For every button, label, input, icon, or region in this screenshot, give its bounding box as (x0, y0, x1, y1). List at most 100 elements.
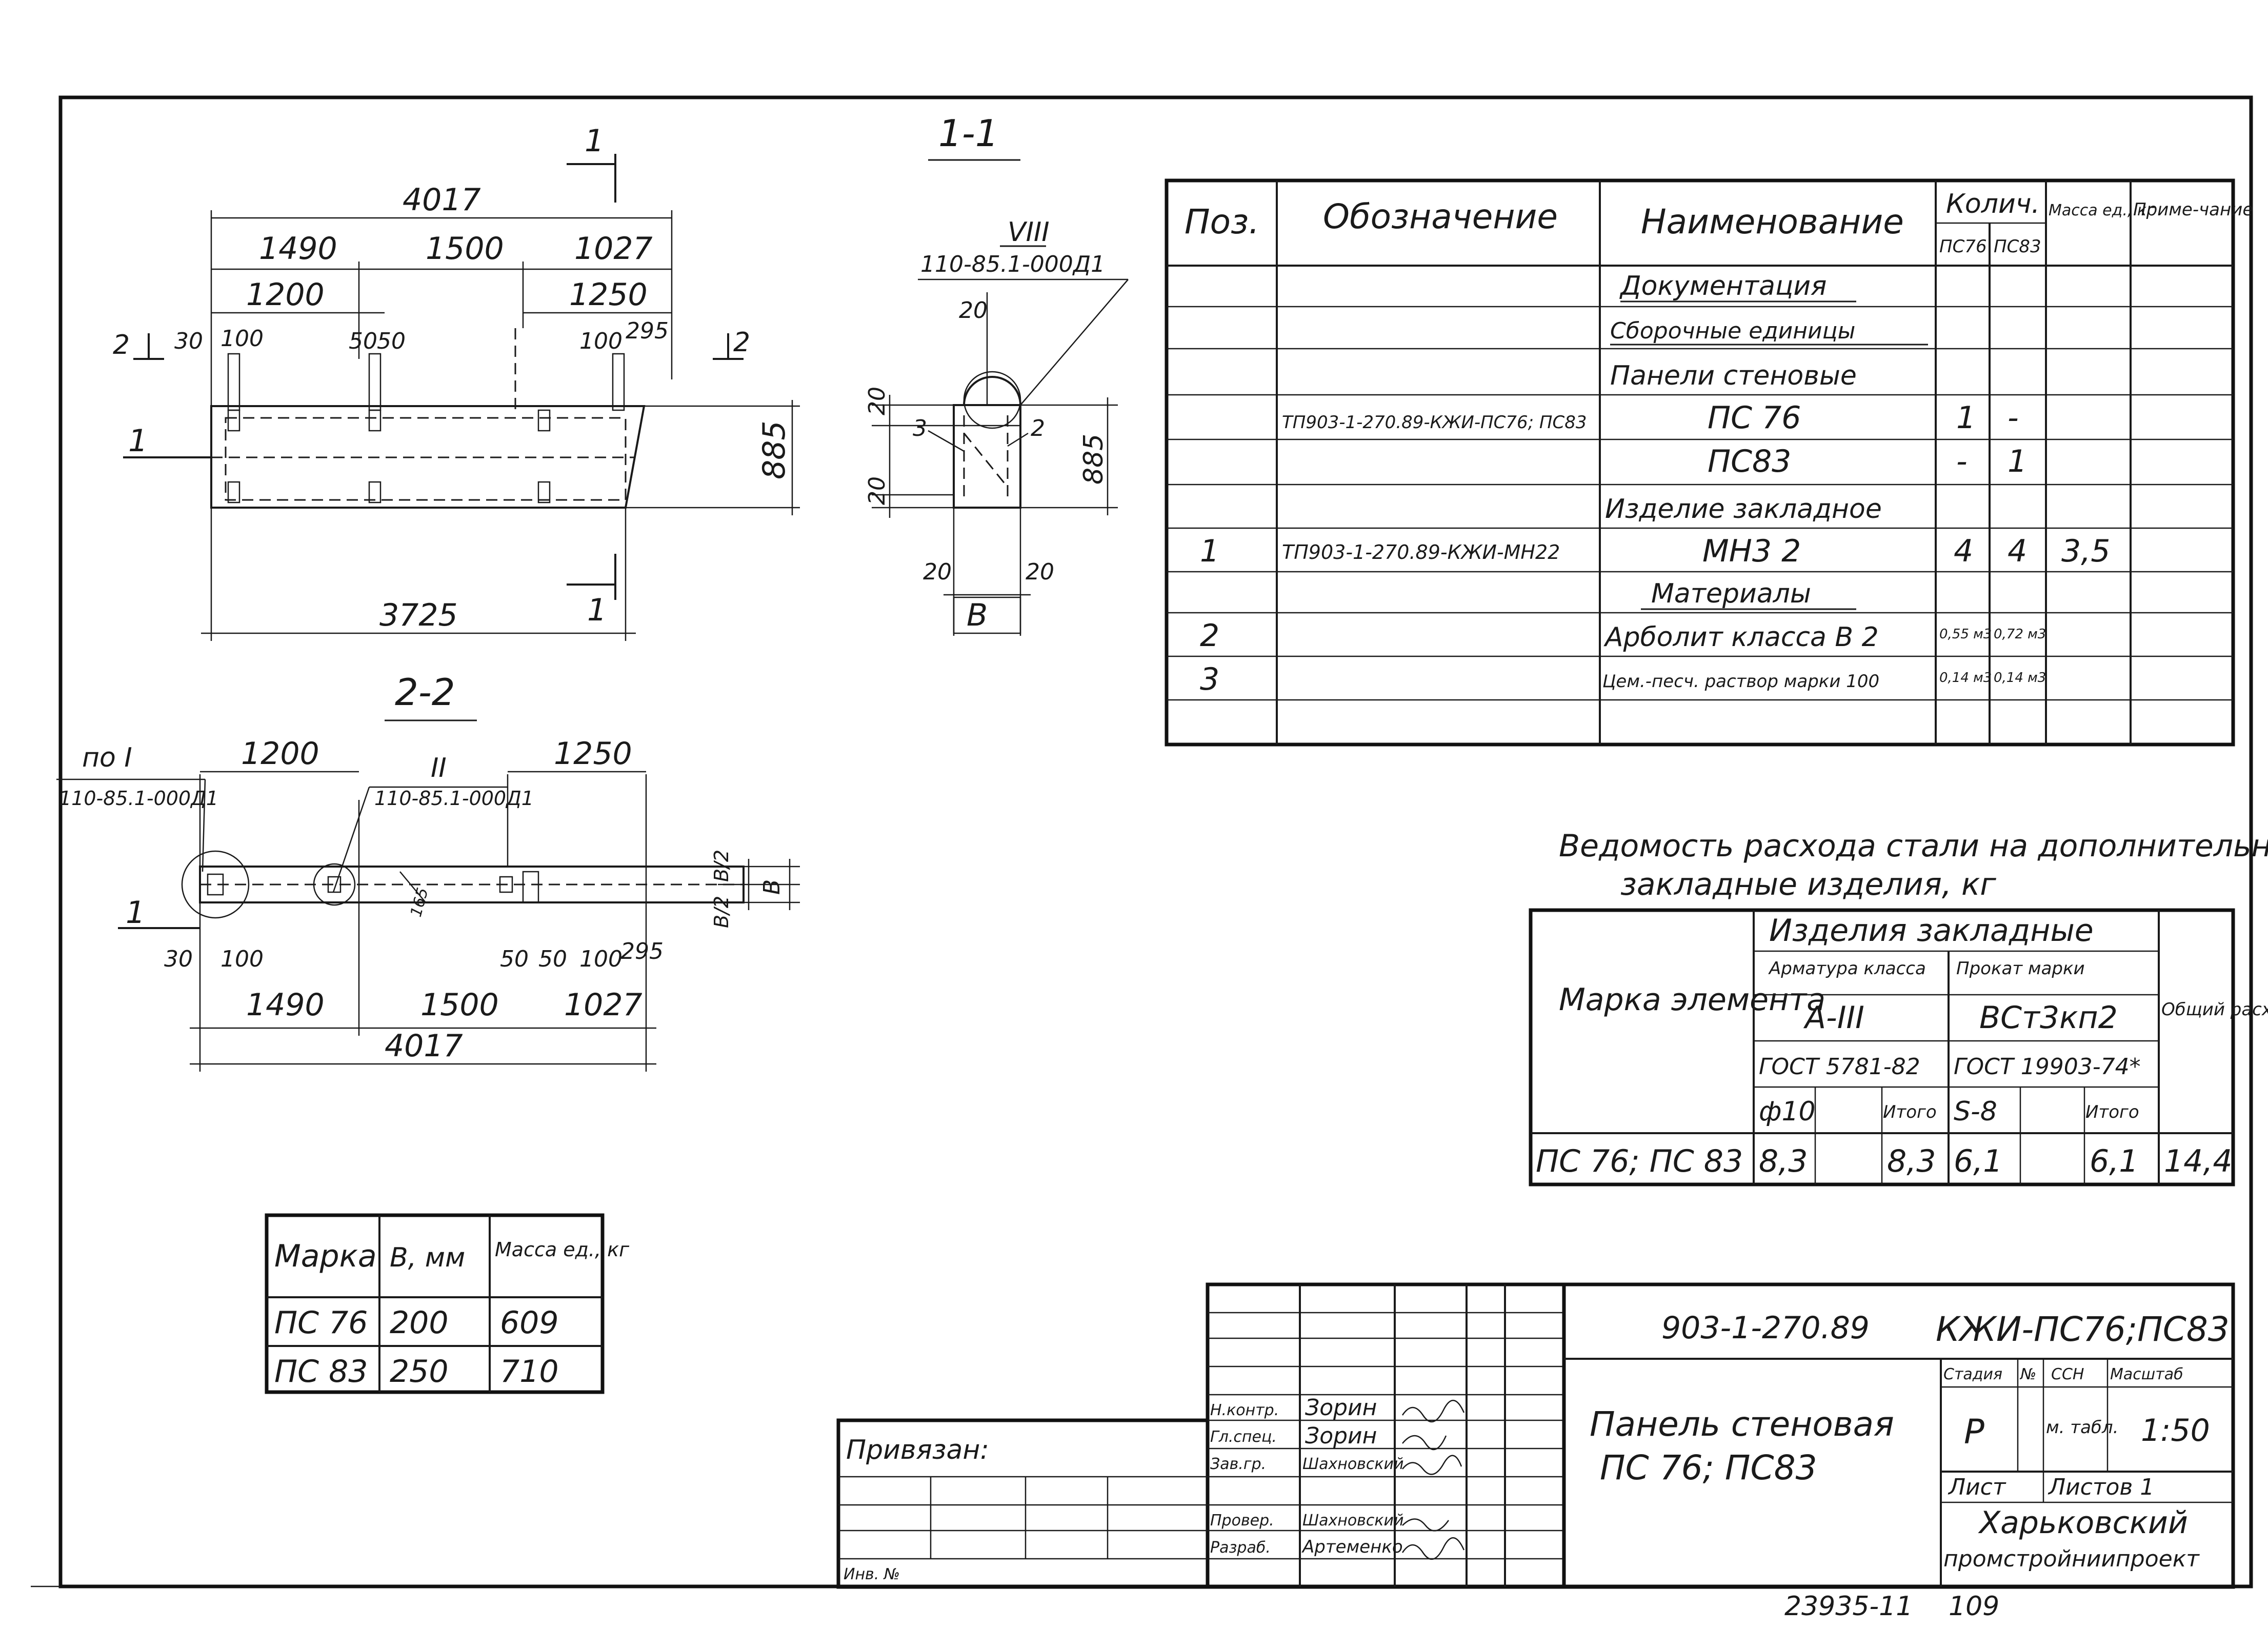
steel-sub-f10: ф10 (1759, 1096, 1816, 1127)
steel-title-1: Ведомость расхода стали на дополнительны… (1559, 828, 2268, 864)
tb-role-5: Разраб. (1210, 1539, 1271, 1557)
ref-mid-label: II (431, 753, 447, 783)
tb-scale: 1:50 (2141, 1413, 2210, 1449)
steel-profile-grade: ВСт3кп2 (1979, 1000, 2118, 1036)
svg-text:1: 1 (587, 592, 607, 628)
mass-h-mass: Масса ед., кг (495, 1238, 630, 1261)
spec-r8-q1: 0,55 м3 (1939, 627, 1992, 642)
tb-name-4: Шахновский (1302, 1512, 1403, 1530)
mass-r0-mass: 609 (500, 1305, 559, 1341)
plan-total-4017: 4017 (385, 1028, 463, 1064)
callout-2: 2 (1031, 415, 1045, 441)
steel-rebar-gost: ГОСТ 5781-82 (1759, 1054, 1920, 1080)
elevation-dimensions (123, 210, 800, 641)
spec-h-pos: Поз. (1185, 202, 1259, 242)
spec-r6-name: МН3 2 (1702, 533, 1801, 569)
sec-dim-20-left-top: 20 (864, 387, 890, 415)
steel-h-profile: Прокат марки (1956, 958, 2085, 979)
spec-r9-q2: 0,14 м3 (1994, 670, 2046, 686)
plan-small-100a: 100 (220, 946, 264, 972)
dim-seg-2: 1500 (426, 231, 504, 267)
tb-name-5: Артеменко (1301, 1537, 1403, 1557)
tb-ssn-label: ССН (2051, 1365, 2084, 1383)
spec-table: Поз. Обозначение Наименование Колич. ПС7… (1165, 178, 2253, 747)
spec-r4-q2: 1 (2008, 444, 2027, 479)
plan-inner-165: 165 (407, 886, 432, 919)
spec-h-mass: Масса ед., кг (2049, 202, 2155, 219)
spec-r6-mass: 3,5 (2061, 533, 2110, 569)
steel-row-v4: 6,1 (1954, 1143, 2002, 1179)
dim-mid-1: 1200 (246, 277, 325, 313)
section-2-2-title: 2-2 (395, 671, 455, 714)
steel-row-mark: ПС 76; ПС 83 (1536, 1143, 1743, 1179)
section-1-1: 1-1 VIII 110-85.1-000Д1 20 20 20 20 20 3 (864, 112, 1129, 636)
steel-h-rebar: Арматура класса (1768, 958, 1926, 979)
steel-row-total: 14,4 (2164, 1143, 2233, 1179)
ref-left-label: по I (82, 742, 132, 773)
dim-small-100b: 100 (579, 328, 623, 354)
spec-h-qty-2: ПС83 (1994, 236, 2041, 257)
tb-stage-label: Стадия (1943, 1365, 2002, 1383)
steel-sub-s8: S-8 (1954, 1096, 1997, 1127)
steel-row-v3: 8,3 (1887, 1143, 1936, 1179)
tb-name-0: Зорин (1305, 1395, 1377, 1421)
tb-role-0: Н.контр. (1210, 1401, 1279, 1419)
spec-r8-name: Арболит класса В 2 (1603, 622, 1879, 653)
steel-profile-gost: ГОСТ 19903-74* (1954, 1054, 2141, 1080)
dim-small-100a: 100 (220, 326, 264, 352)
spec-h-note: Приме-чание (2133, 199, 2253, 220)
tb-scale-label: Масштаб (2110, 1365, 2183, 1383)
mass-r1-mass: 710 (500, 1354, 559, 1390)
spec-r6-pos: 1 (1200, 533, 1219, 569)
sec-width-b: B (967, 597, 988, 633)
steel-row-v1: 8,3 (1759, 1143, 1808, 1179)
plan-b2-bottom: B/2 (710, 896, 733, 928)
tb-title-2: ПС 76; ПС83 (1600, 1448, 1817, 1487)
tb-privyazan: Привязан: (846, 1435, 989, 1465)
ref-left-doc: 110-85.1-000Д1 (59, 787, 218, 810)
spec-r3-designation: ТП903-1-270.89-КЖИ-ПС76; ПС83 (1282, 412, 1587, 433)
steel-title-2: закладные изделия, кг (1620, 867, 1996, 902)
dim-seg-1: 1490 (259, 231, 337, 267)
dim-total-bottom: 3725 (379, 597, 458, 633)
spec-r9-name: Цем.-песч. раствор марки 100 (1602, 671, 1879, 692)
steel-h-total: Общий расход (2161, 999, 2268, 1020)
tb-sheets-label: Листов 1 (2048, 1474, 2154, 1500)
steel-sub-itogo-1: Итого (1883, 1102, 1937, 1122)
node-ref: VIII (1008, 217, 1050, 248)
spec-r5-name: Изделие закладное (1605, 494, 1882, 525)
steel-h-group: Изделия закладные (1769, 913, 2094, 949)
spec-h-qty-1: ПС76 (1939, 236, 1987, 257)
spec-r0-name: Документация (1619, 271, 1827, 301)
tb-stage: Р (1964, 1412, 1984, 1452)
tb-org-2: промстройниипроект (1943, 1546, 2200, 1572)
ref-mid-doc: 110-85.1-000Д1 (374, 787, 534, 810)
steel-table: Ведомость расхода стали на дополнительны… (1529, 828, 2268, 1187)
dim-mid-2: 1250 (569, 277, 648, 313)
node-ref-doc: 110-85.1-000Д1 (920, 251, 1105, 277)
dim-small-30: 30 (174, 328, 203, 354)
signatures (1401, 1399, 1465, 1560)
spec-r9-pos: 3 (1200, 661, 1219, 697)
plan-small-30: 30 (164, 946, 193, 972)
svg-text:2: 2 (733, 327, 750, 358)
tb-role-4: Провер. (1210, 1512, 1274, 1530)
spec-r6-designation: ТП903-1-270.89-КЖИ-МН22 (1282, 541, 1560, 564)
tb-sheet-code: КЖИ-ПС76;ПС83 (1936, 1310, 2230, 1349)
plan-small-295: 295 (620, 938, 664, 964)
mass-table: Марка B, мм Масса ед., кг ПС 76 200 609 … (265, 1213, 630, 1394)
spec-r2-name: Панели стеновые (1610, 360, 1857, 391)
dim-small-50b: 50 (377, 328, 406, 354)
axis-label-1: 1 (128, 423, 148, 459)
tb-org-1: Харьковский (1978, 1505, 2188, 1541)
mass-r0-b: 200 (390, 1305, 449, 1341)
plan-seg-1490: 1490 (246, 987, 325, 1023)
spec-r9-q1: 0,14 м3 (1939, 670, 1992, 686)
spec-r4-q1: - (1956, 444, 1968, 479)
plan-seg-1027: 1027 (564, 987, 643, 1023)
mass-r0-mark: ПС 76 (274, 1305, 368, 1341)
dim-total-top: 4017 (403, 182, 481, 218)
steel-rebar-class: А-III (1803, 1000, 1864, 1036)
spec-h-name: Наименование (1641, 202, 1904, 242)
